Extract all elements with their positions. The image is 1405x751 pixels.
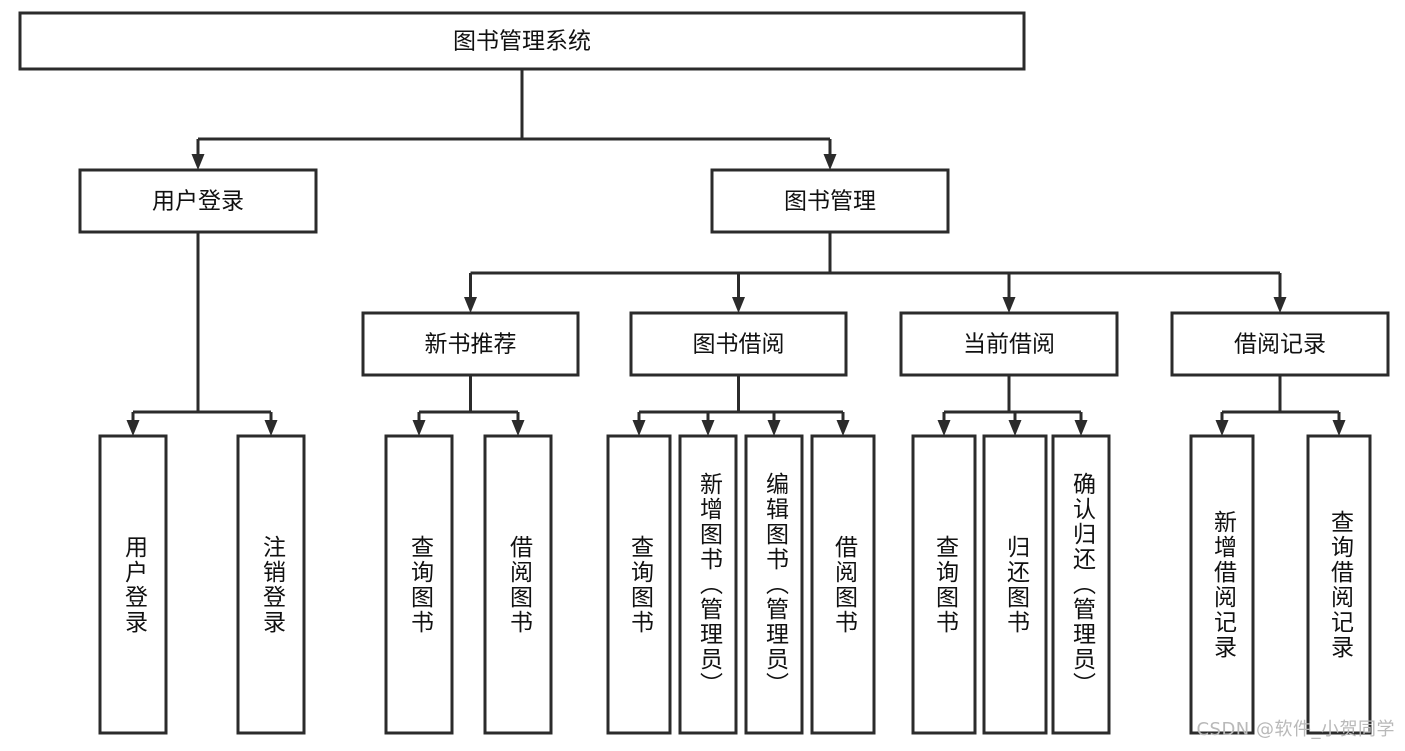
node-box-leaf-return-book[interactable] xyxy=(982,434,1048,735)
node-box-leaf-confirm-return-admin[interactable] xyxy=(1051,434,1111,735)
node-label-root: 图书管理系统 xyxy=(453,29,591,55)
node-user-login[interactable]: 用户登录 xyxy=(78,168,318,234)
node-leaf-add-borrow-record[interactable] xyxy=(1189,434,1255,735)
node-label-user-login: 用户登录 xyxy=(152,189,244,215)
node-box-root[interactable] xyxy=(18,11,1026,71)
arrow-head-icon xyxy=(732,297,745,313)
node-leaf-query-book-recommend[interactable] xyxy=(384,434,454,735)
node-box-leaf-query-book-recommend[interactable] xyxy=(384,434,454,735)
arrow-head-icon xyxy=(823,154,837,170)
node-leaf-confirm-return-admin[interactable] xyxy=(1051,434,1111,735)
node-borrow-records[interactable]: 借阅记录 xyxy=(1170,311,1390,377)
arrow-head-icon xyxy=(1008,420,1022,436)
node-leaf-add-book-admin[interactable] xyxy=(678,434,738,735)
node-box-book-borrow[interactable] xyxy=(629,311,848,377)
node-box-leaf-add-borrow-record[interactable] xyxy=(1189,434,1255,735)
node-leaf-borrow-book-borrow[interactable] xyxy=(810,434,876,735)
node-box-user-login[interactable] xyxy=(78,168,318,234)
node-box-leaf-query-book-borrow[interactable] xyxy=(606,434,672,735)
node-label-current-borrow: 当前借阅 xyxy=(963,332,1055,358)
node-leaf-user-logout[interactable] xyxy=(236,434,306,735)
arrow-head-icon xyxy=(191,154,205,170)
node-box-leaf-borrow-book-recommend[interactable] xyxy=(483,434,553,735)
arrow-head-icon xyxy=(701,420,715,436)
arrow-head-icon xyxy=(412,420,426,436)
node-leaf-return-book[interactable] xyxy=(982,434,1048,735)
arrow-head-icon xyxy=(836,420,850,436)
arrow-head-icon xyxy=(126,420,140,436)
node-label-book-borrow: 图书借阅 xyxy=(693,332,785,358)
node-box-leaf-borrow-book-borrow[interactable] xyxy=(810,434,876,735)
node-box-leaf-add-book-admin[interactable] xyxy=(678,434,738,735)
arrow-head-icon xyxy=(1332,420,1346,436)
node-label-new-book-recommend: 新书推荐 xyxy=(425,332,517,358)
arrow-head-icon xyxy=(1273,297,1287,313)
node-box-leaf-edit-book-admin[interactable] xyxy=(744,434,804,735)
arrow-head-icon xyxy=(632,420,646,436)
node-leaf-query-borrow-record[interactable] xyxy=(1306,434,1372,735)
node-leaf-borrow-book-recommend[interactable] xyxy=(483,434,553,735)
arrow-head-icon xyxy=(264,420,278,436)
node-book-management[interactable]: 图书管理 xyxy=(710,168,950,234)
node-box-new-book-recommend[interactable] xyxy=(361,311,580,377)
node-box-leaf-user-logout[interactable] xyxy=(236,434,306,735)
arrow-head-icon xyxy=(937,420,951,436)
node-leaf-user-login[interactable] xyxy=(98,434,168,735)
node-new-book-recommend[interactable]: 新书推荐 xyxy=(361,311,580,377)
node-book-borrow[interactable]: 图书借阅 xyxy=(629,311,848,377)
node-box-leaf-user-login[interactable] xyxy=(98,434,168,735)
watermark-text: CSDN @软件_小贺同学 xyxy=(1196,719,1395,740)
node-box-current-borrow[interactable] xyxy=(899,311,1119,377)
node-box-leaf-query-book-current[interactable] xyxy=(911,434,977,735)
node-current-borrow[interactable]: 当前借阅 xyxy=(899,311,1119,377)
arrow-head-icon xyxy=(1002,297,1016,313)
node-box-leaf-query-borrow-record[interactable] xyxy=(1306,434,1372,735)
arrow-head-icon xyxy=(511,420,525,436)
node-box-borrow-records[interactable] xyxy=(1170,311,1390,377)
node-leaf-query-book-borrow[interactable] xyxy=(606,434,672,735)
node-label-borrow-records: 借阅记录 xyxy=(1234,332,1326,358)
arrow-head-icon xyxy=(767,420,781,436)
node-leaf-query-book-current[interactable] xyxy=(911,434,977,735)
node-label-book-management: 图书管理 xyxy=(784,189,876,215)
node-box-book-management[interactable] xyxy=(710,168,950,234)
node-leaf-edit-book-admin[interactable] xyxy=(744,434,804,735)
node-root[interactable]: 图书管理系统 xyxy=(18,11,1026,71)
arrow-head-icon xyxy=(1074,420,1088,436)
arrow-head-icon xyxy=(464,297,477,313)
arrow-head-icon xyxy=(1215,420,1229,436)
